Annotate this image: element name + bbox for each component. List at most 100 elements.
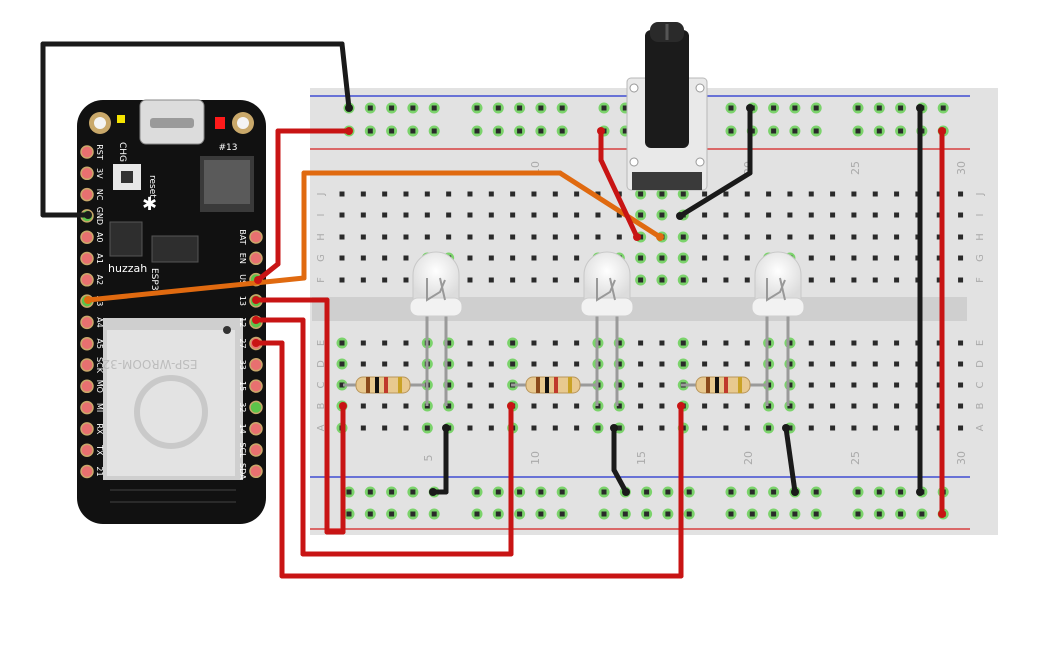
rail-hole: [622, 105, 628, 111]
wire-black-led3-gnd[interactable]: [783, 427, 798, 493]
rail-hole: [728, 128, 734, 134]
hole: [488, 255, 494, 261]
hole: [339, 340, 345, 346]
rail-hole: [346, 511, 352, 517]
hole: [360, 425, 366, 431]
rail-hole: [559, 489, 565, 495]
hole: [787, 191, 793, 197]
hole: [830, 361, 836, 367]
hole: [339, 191, 345, 197]
wire-red-3v-top[interactable]: [256, 128, 349, 282]
rail-hole: [792, 511, 798, 517]
wire-bend-dot: [747, 170, 753, 176]
pin-label-gnd: GND: [95, 207, 104, 225]
pin-label-a4: A4: [95, 317, 104, 328]
rail-hole: [876, 128, 882, 134]
wire-end-dot: [429, 488, 437, 496]
hole: [872, 234, 878, 240]
rail-hole: [367, 128, 373, 134]
hole: [531, 277, 537, 283]
row-letter-a: A: [316, 424, 327, 431]
pin-label-a2: A2: [95, 275, 104, 286]
hole: [830, 277, 836, 283]
hole: [872, 277, 878, 283]
hole: [574, 234, 580, 240]
potentiometer-knob[interactable]: [645, 30, 689, 148]
hole: [467, 361, 473, 367]
wire-bend-dot: [443, 489, 449, 495]
hole: [446, 361, 452, 367]
pin-label-27: 27: [238, 338, 247, 348]
rail-hole: [749, 511, 755, 517]
hole: [659, 425, 665, 431]
hole: [702, 234, 708, 240]
rail-hole: [495, 489, 501, 495]
hole: [510, 255, 516, 261]
pin-label-33: 33: [238, 360, 247, 370]
hole: [446, 212, 452, 218]
rail-hole: [538, 511, 544, 517]
hole: [680, 255, 686, 261]
hole: [488, 340, 494, 346]
hole: [872, 361, 878, 367]
hole: [488, 425, 494, 431]
rail-hole: [517, 128, 523, 134]
wire-end-dot: [656, 233, 664, 241]
row-letter-j: J: [975, 193, 986, 197]
resistor-3[interactable]: [681, 376, 766, 394]
hole: [894, 382, 900, 388]
esp32-feather-board[interactable]: CHG #13 reset ✱ huzzah ESP32 ESP-WROOM-3…: [77, 99, 266, 524]
hole: [510, 361, 516, 367]
hole: [360, 277, 366, 283]
resistor-2[interactable]: [511, 376, 597, 394]
wire-end-dot: [345, 104, 353, 112]
pin-label-15: 15: [238, 381, 247, 391]
hole: [702, 212, 708, 218]
wire-end-dot: [339, 402, 347, 410]
hole: [552, 234, 558, 240]
hole: [446, 234, 452, 240]
led-3[interactable]: [751, 251, 805, 406]
hole: [936, 212, 942, 218]
hole: [382, 234, 388, 240]
led-1[interactable]: [409, 251, 463, 406]
hole: [510, 234, 516, 240]
rail-hole: [855, 105, 861, 111]
rail-hole: [559, 511, 565, 517]
hole: [488, 361, 494, 367]
wire-bend-dot: [40, 41, 46, 47]
hole: [467, 255, 473, 261]
wire-end-dot: [916, 104, 924, 112]
hole: [702, 191, 708, 197]
rail-hole: [644, 489, 650, 495]
led-2[interactable]: [580, 251, 634, 406]
hole: [382, 255, 388, 261]
pin-label-14: 14: [238, 424, 247, 434]
hole: [616, 403, 622, 409]
rail-hole: [410, 128, 416, 134]
rail-hole: [728, 511, 734, 517]
pin-label-a0: A0: [95, 232, 104, 243]
hole: [403, 403, 409, 409]
pin-nc: [80, 187, 94, 202]
rail-hole: [728, 489, 734, 495]
pin-label-scl: SCL: [238, 442, 247, 458]
pin-label-12: 12: [238, 317, 247, 327]
rail-hole: [538, 105, 544, 111]
wire-bend-dot: [275, 128, 281, 134]
led13-label: #13: [219, 143, 238, 153]
potentiometer[interactable]: [626, 22, 708, 191]
pin-15: [249, 379, 263, 393]
hole: [659, 255, 665, 261]
pin-en: [249, 251, 263, 266]
hole: [595, 212, 601, 218]
wire-end-dot: [916, 488, 924, 496]
hole: [894, 255, 900, 261]
hole: [616, 340, 622, 346]
resistor-1[interactable]: [343, 376, 425, 394]
wire-end-dot: [791, 488, 799, 496]
pin-label-en: EN: [238, 253, 247, 264]
hole: [616, 425, 622, 431]
row-letter-d: D: [975, 360, 986, 368]
hole: [403, 277, 409, 283]
